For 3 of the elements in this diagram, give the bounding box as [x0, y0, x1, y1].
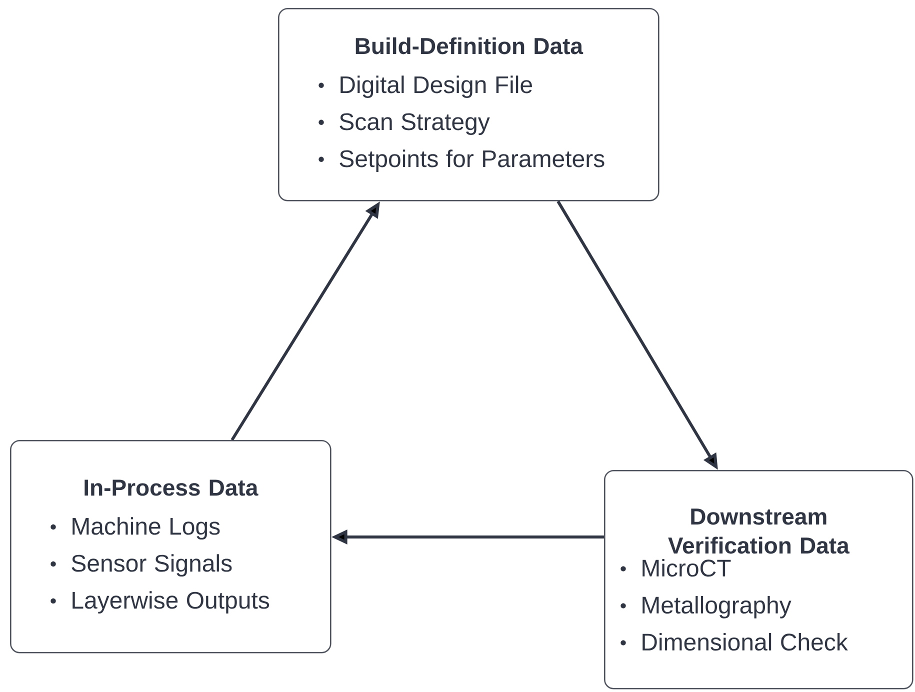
process-box: Build-Definition Data Digital Design File Scan Strategy Setpoints for Parameters: [278, 8, 660, 202]
process-box: In-Process Data Machine Logs Sensor Signals Layerwise Outputs: [10, 440, 332, 654]
process-box: Downstream Verification Data MicroCT Metallography Dimensional Check: [604, 470, 914, 690]
